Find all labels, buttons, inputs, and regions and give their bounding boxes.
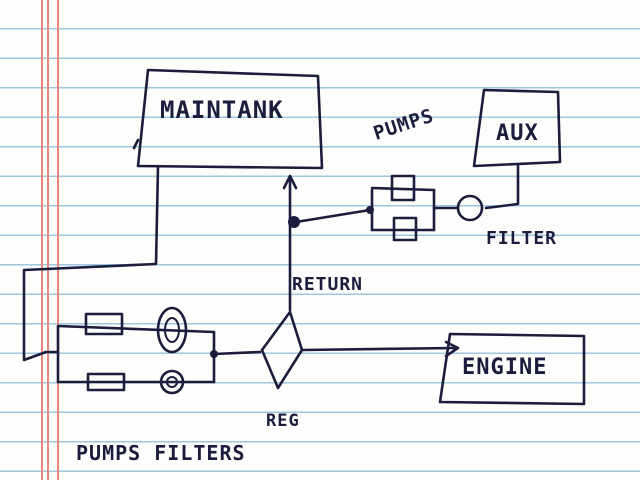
regulator-icon: [260, 310, 304, 390]
lower-to-reg-line: [212, 350, 262, 356]
pumps-top-label: PUMPS: [371, 105, 437, 145]
reg-to-engine-line: [300, 346, 458, 352]
pump-upper-icon: [390, 174, 416, 202]
main-tank-box: [136, 68, 324, 170]
aux-label: AUX: [496, 121, 539, 146]
aux-outlet-line: [484, 164, 520, 210]
pump-lower-icon: [392, 216, 418, 242]
lower-pump-lower-icon: [86, 372, 126, 392]
filter-label: FILTER: [486, 228, 557, 249]
reg-label: REG: [266, 411, 300, 431]
return-label: RETURN: [292, 274, 363, 295]
main-tank-tick: [132, 138, 140, 150]
aux-box: [472, 88, 562, 168]
lower-upper-branch: [56, 324, 216, 334]
engine-arrow-icon: [444, 340, 460, 358]
lower-filter-upper-icon: [156, 306, 188, 354]
engine-label: ENGINE: [462, 355, 547, 380]
pumps-filters-label: PUMPS FILTERS: [76, 441, 246, 465]
main-tank-outlet-line: [22, 164, 160, 362]
main-tank-label: MAINTANK: [160, 96, 284, 124]
pump-top-upper-line: [370, 186, 436, 192]
lower-filter-lower-core: [166, 376, 178, 388]
lower-filter-upper-core: [164, 317, 180, 343]
lower-pump-upper-icon: [84, 312, 124, 336]
aux-filter-icon: [456, 194, 484, 222]
lower-filter-lower-icon: [159, 369, 185, 395]
aux-return-line: [294, 208, 372, 224]
engine-box: [438, 332, 586, 406]
return-arrow-icon: [282, 174, 298, 190]
